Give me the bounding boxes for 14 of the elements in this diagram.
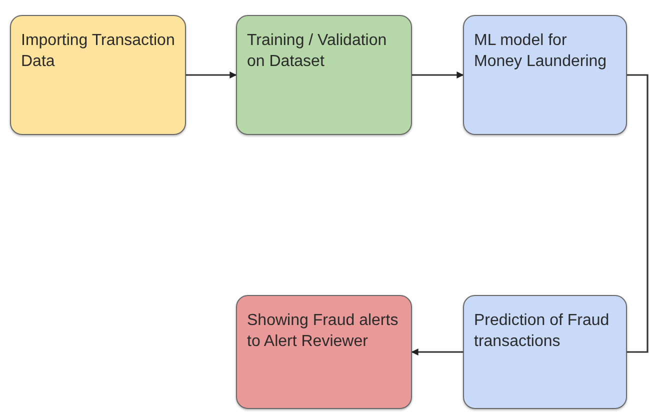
step-label: Training / Validation on Dataset bbox=[247, 31, 388, 72]
process-box bbox=[463, 295, 627, 409]
step-label: Showing Fraud alerts to Alert Reviewer bbox=[247, 311, 400, 352]
process-box bbox=[236, 15, 412, 135]
arrow bbox=[412, 72, 464, 78]
step-label: Importing Transaction Data bbox=[21, 31, 175, 72]
process-box bbox=[463, 15, 627, 135]
connector-line bbox=[627, 74, 648, 353]
process-box bbox=[10, 15, 186, 135]
step-label: ML model for Money Laundering bbox=[474, 31, 608, 72]
step-label: Prediction of Fraud transactions bbox=[474, 311, 610, 352]
arrow bbox=[186, 72, 237, 78]
process-box bbox=[236, 295, 412, 409]
arrow bbox=[411, 348, 463, 356]
